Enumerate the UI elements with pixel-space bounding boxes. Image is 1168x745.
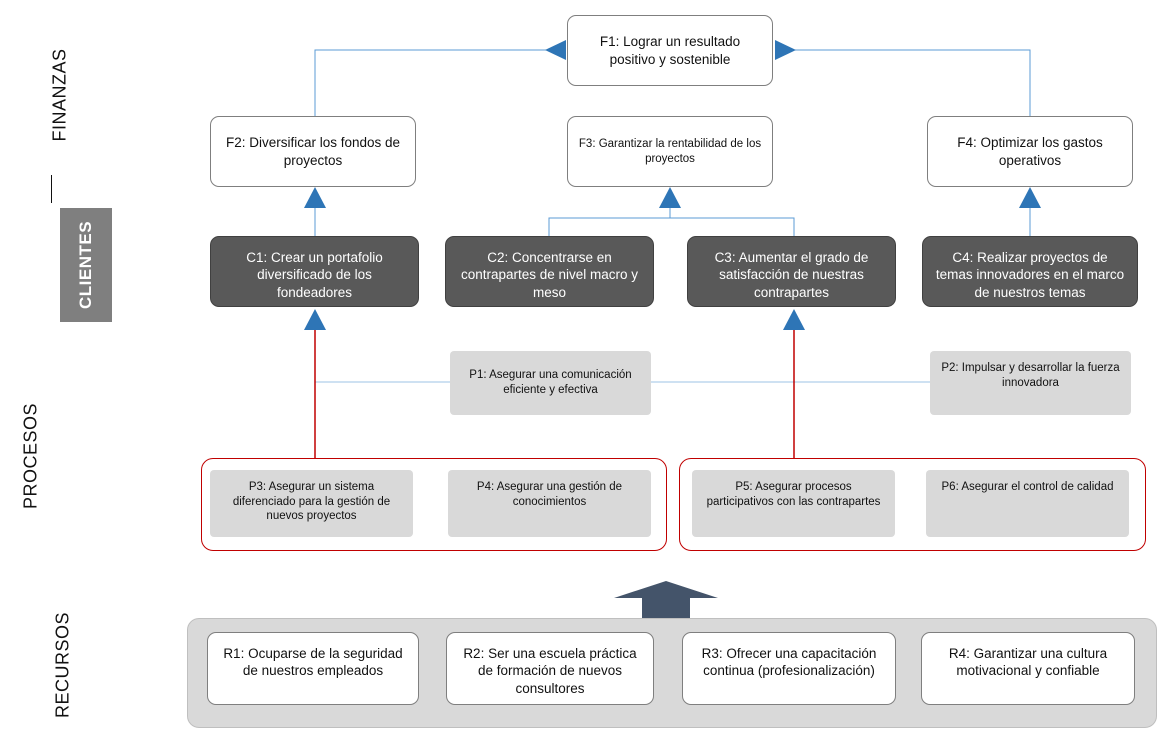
objective-r4-label: R4: Garantizar una cultura motivacional … [948,646,1108,679]
objective-f4-label: F4: Optimizar los gastos operativos [957,135,1103,168]
clientes-label-background [60,208,112,322]
objective-c3[interactable]: C3: Aumentar el grado de satisfacción de… [687,236,896,307]
objective-p4-label: P4: Asegurar una gestión de conocimiento… [476,481,623,508]
objective-c4-label: C4: Realizar proyectos de temas innovado… [935,250,1125,300]
objective-p4[interactable]: P4: Asegurar una gestión de conocimiento… [448,470,651,537]
objective-f3[interactable]: F3: Garantizar la rentabilidad de los pr… [567,116,773,187]
big-up-arrow-icon [614,581,718,618]
objective-c1[interactable]: C1: Crear un portafolio diversificado de… [210,236,419,307]
objective-p6[interactable]: P6: Asegurar el control de calidad [926,470,1129,537]
objective-r3[interactable]: R3: Ofrecer una capacitación continua (p… [682,632,896,705]
objective-c2[interactable]: C2: Concentrarse en contrapartes de nive… [445,236,654,307]
objective-p5-label: P5: Asegurar procesos participativos con… [706,481,881,508]
arrowhead-p-c1-icon [304,309,326,330]
objective-f1-label: F1: Lograr un resultado positivo y soste… [599,34,741,67]
connector-f4-f1 [790,49,1031,116]
perspective-divider [51,175,52,203]
arrowhead-f2-f1-icon [545,40,566,60]
arrowhead-c4-f4-icon [1019,187,1041,208]
objective-r2-label: R2: Ser una escuela práctica de formació… [463,646,637,696]
objective-r2[interactable]: R2: Ser una escuela práctica de formació… [446,632,654,705]
objective-c4[interactable]: C4: Realizar proyectos de temas innovado… [922,236,1138,307]
objective-f1[interactable]: F1: Lograr un resultado positivo y soste… [567,15,773,86]
arrowhead-f4-f1-icon [775,40,796,60]
objective-p2-label: P2: Impulsar y desarrollar la fuerza inn… [941,362,1120,389]
connector-c2-c3-f3 [548,217,795,236]
objective-r1-label: R1: Ocuparse de la seguridad de nuestros… [223,646,403,679]
objective-p1-label: P1: Asegurar una comunicación eficiente … [469,369,632,396]
objective-p2[interactable]: P2: Impulsar y desarrollar la fuerza inn… [930,351,1131,415]
arrowhead-c1-f2-icon [304,187,326,208]
arrowhead-p-c3-icon [783,309,805,330]
objective-p3[interactable]: P3: Asegurar un sistema diferenciado par… [210,470,413,537]
objective-f2[interactable]: F2: Diversificar los fondos de proyectos [210,116,416,187]
connector-f2-f1 [314,49,550,116]
objective-r3-label: R3: Ofrecer una capacitación continua (p… [701,646,877,679]
objective-f4[interactable]: F4: Optimizar los gastos operativos [927,116,1133,187]
objective-p6-label: P6: Asegurar el control de calidad [941,481,1114,493]
objective-f2-label: F2: Diversificar los fondos de proyectos [225,135,401,168]
objective-c3-label: C3: Aumentar el grado de satisfacción de… [714,250,869,300]
objective-c2-label: C2: Concentrarse en contrapartes de nive… [460,250,639,300]
objective-p5[interactable]: P5: Asegurar procesos participativos con… [692,470,895,537]
objective-c1-label: C1: Crear un portafolio diversificado de… [246,250,383,300]
arrowhead-c2c3-f3-icon [659,187,681,208]
objective-f3-label: F3: Garantizar la rentabilidad de los pr… [578,137,762,165]
objective-p1[interactable]: P1: Asegurar una comunicación eficiente … [450,351,651,415]
objective-r4[interactable]: R4: Garantizar una cultura motivacional … [921,632,1135,705]
objective-p3-label: P3: Asegurar un sistema diferenciado par… [232,481,391,523]
objective-r1[interactable]: R1: Ocuparse de la seguridad de nuestros… [207,632,419,705]
